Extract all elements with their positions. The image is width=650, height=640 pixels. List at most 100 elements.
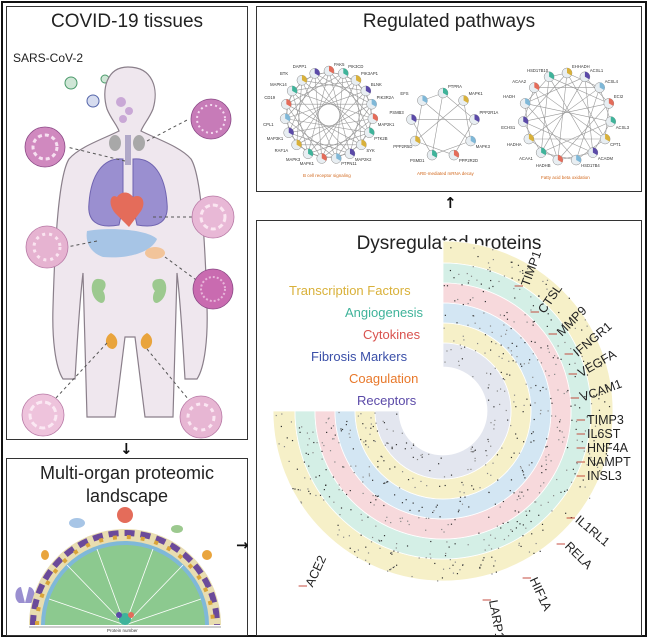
heatmap-cell — [474, 449, 476, 451]
heatmap-cell — [470, 451, 472, 453]
network-node-label: HSD17B10 — [527, 67, 549, 73]
heatmap-cell — [308, 438, 310, 440]
heatmap-cell — [433, 510, 435, 512]
heatmap-cell — [490, 474, 492, 476]
heatmap-cell — [554, 373, 556, 375]
heatmap-cell — [376, 430, 379, 432]
heatmap-cell — [546, 445, 548, 448]
heatmap-cell — [541, 465, 543, 467]
heatmap-cell — [380, 455, 382, 457]
network-edge — [411, 119, 433, 156]
heatmap-cell — [525, 514, 528, 516]
heatmap-cell — [496, 454, 499, 456]
heatmap-cell — [292, 488, 294, 490]
heatmap-cell — [542, 529, 544, 531]
heatmap-cell — [525, 527, 527, 529]
heatmap-cell — [429, 470, 431, 472]
heatmap-cell — [531, 462, 533, 464]
heatmap-cell — [466, 272, 468, 275]
heatmap-cell — [471, 485, 473, 487]
heatmap-cell — [474, 457, 476, 460]
sars-cov-2-label: SARS-CoV-2 — [13, 51, 84, 65]
heatmap-cell — [510, 529, 512, 531]
heatmap-cell — [538, 514, 540, 516]
heatmap-cell — [333, 501, 335, 503]
network-node — [302, 148, 314, 159]
heatmap-cell — [566, 391, 568, 393]
heatmap-cell — [337, 524, 339, 526]
heatmap-cell — [363, 441, 365, 443]
heatmap-cell — [539, 390, 541, 392]
heatmap-cell — [301, 426, 303, 428]
network-caption: Fatty acid beta oxidation — [541, 175, 590, 180]
network-edge — [314, 73, 362, 145]
tissue-histology-images — [21, 98, 235, 439]
heatmap-cell — [566, 446, 569, 449]
network-edge — [307, 70, 330, 154]
network-edge — [328, 70, 351, 154]
heatmap-cell — [490, 548, 493, 550]
heatmap-cell — [503, 275, 506, 277]
heatmap-cell — [425, 557, 427, 559]
heatmap-cell — [387, 570, 389, 572]
heatmap-cell — [453, 340, 455, 342]
heatmap-cell — [526, 321, 528, 323]
heatmap-cell — [484, 464, 487, 466]
heatmap-cell — [329, 450, 332, 452]
heatmap-cell — [547, 345, 549, 347]
heatmap-cell — [468, 506, 470, 508]
network-edge — [528, 87, 600, 140]
network-node-label: HADH — [503, 94, 516, 100]
heatmap-cell — [530, 271, 533, 273]
heatmap-cell — [392, 566, 394, 569]
heatmap-cell — [492, 258, 494, 261]
network-node-label: MAPK14 — [270, 81, 287, 87]
heatmap-cell — [537, 359, 539, 361]
heatmap-cell — [554, 415, 557, 417]
heatmap-cell — [530, 296, 532, 298]
heatmap-cell — [368, 475, 371, 477]
heatmap-cell — [474, 322, 476, 324]
network-node — [594, 82, 605, 93]
heatmap-cell — [570, 323, 572, 325]
heatmap-cell — [365, 440, 367, 442]
network-node-label: ACAA1 — [519, 155, 533, 161]
heatmap-cell — [528, 510, 531, 512]
heatmap-cell — [554, 355, 556, 357]
heatmap-cell — [401, 502, 404, 504]
network-edge — [442, 92, 475, 120]
network-edge — [284, 70, 330, 119]
heatmap-cell — [361, 519, 363, 521]
heatmap-cell — [505, 333, 507, 335]
heatmap-cell — [408, 523, 410, 526]
heatmap-cell — [325, 484, 327, 486]
heatmap-cell — [412, 456, 414, 458]
network-node-label: BTK — [279, 71, 289, 77]
heatmap-cell — [440, 457, 442, 459]
heatmap-cell — [367, 446, 370, 448]
network-node-label: PIK3R2A — [376, 95, 394, 101]
heatmap-cell — [467, 282, 470, 284]
heatmap-cell — [425, 517, 427, 519]
heatmap-cell — [550, 397, 552, 400]
heatmap-cell — [599, 423, 601, 426]
heatmap-cell — [516, 499, 518, 501]
heatmap-cell — [379, 540, 381, 542]
heatmap-cell — [503, 538, 505, 541]
network-node-label: HADHB — [535, 163, 551, 169]
heatmap-cell — [524, 341, 526, 344]
network-node-label: RAF1A — [274, 147, 289, 153]
heatmap-cell — [459, 569, 461, 571]
network-node — [281, 98, 292, 110]
heatmap-cell — [290, 421, 293, 423]
heatmap-cell — [600, 365, 603, 367]
heatmap-cell — [362, 476, 364, 478]
heatmap-cell — [342, 466, 344, 468]
heatmap-cell — [316, 442, 318, 444]
heatmap-cell — [589, 395, 591, 397]
heatmap-cell — [532, 321, 534, 323]
proteomic-title-line2: landscape — [85, 486, 169, 506]
heatmap-cell — [371, 536, 374, 539]
heatmap-cell — [576, 439, 578, 441]
network-edge — [525, 76, 586, 104]
